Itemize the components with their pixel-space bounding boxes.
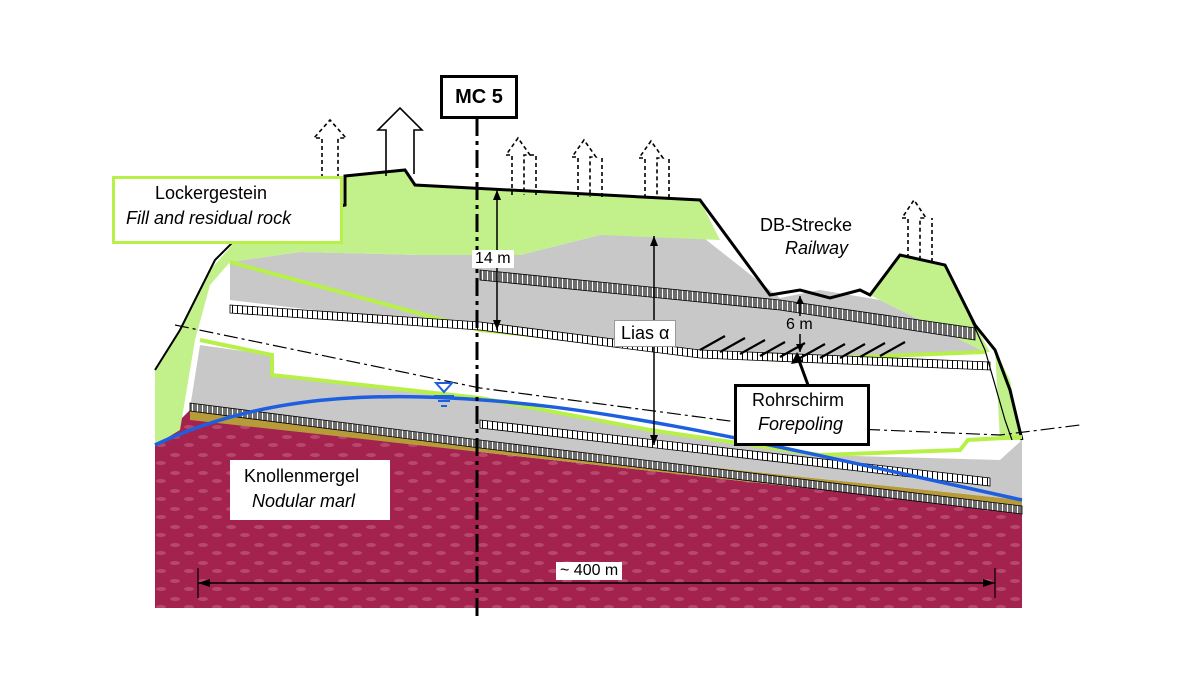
forepoling-de: Rohrschirm	[752, 390, 845, 410]
white-hatched-band-lower	[479, 419, 991, 487]
loose-rock-en: Fill and residual rock	[126, 208, 292, 228]
marl-layer	[155, 410, 1022, 608]
hatched-band-lower	[189, 402, 1023, 515]
boundary-lower	[199, 338, 1023, 458]
marl-de: Knollenmergel	[244, 466, 360, 486]
white-hatched-band	[229, 304, 991, 371]
lias-label: Lias α	[614, 320, 677, 347]
railway-en: Railway	[785, 238, 849, 258]
arrow-up-icon	[312, 106, 933, 262]
hatched-band-upper	[479, 269, 976, 341]
right-flank-line	[959, 294, 1013, 441]
marl-en: Nodular marl	[252, 491, 356, 511]
loose-rock-label-box	[112, 176, 343, 244]
ground-surface	[249, 168, 1024, 441]
railway-de: DB-Strecke	[760, 215, 853, 235]
dim-6m-label: 6 m	[786, 316, 813, 334]
loose-rock-de: Lockergestein	[155, 183, 268, 203]
forepoling-en: Forepoling	[758, 414, 844, 434]
dim-14m-label: 14 m	[472, 250, 514, 268]
dim-400m-label: ~ 400 m	[556, 562, 623, 580]
water-table-icon	[433, 382, 455, 407]
section-marker-label: MC 5	[440, 75, 518, 119]
marl-label-box	[230, 460, 390, 520]
groundwater-line	[154, 394, 1023, 502]
forepoling-box	[734, 384, 870, 446]
